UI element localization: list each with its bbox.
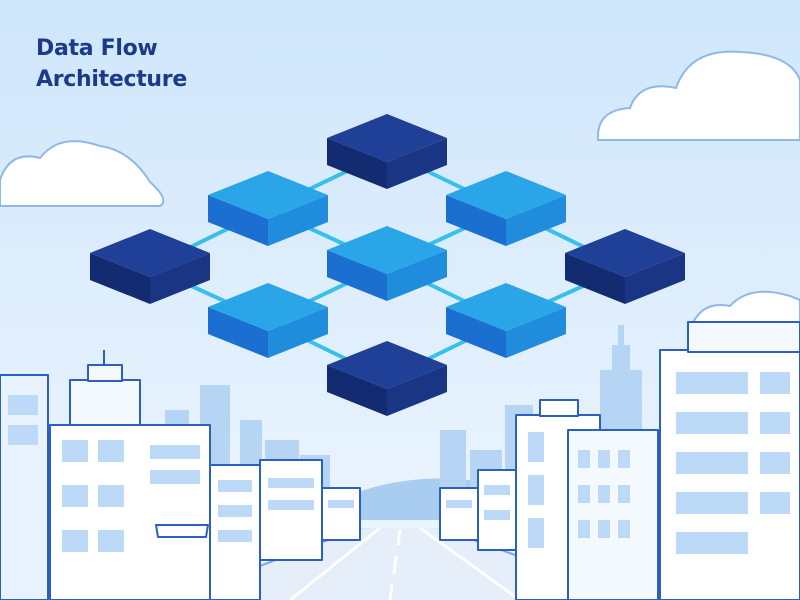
node-top-face xyxy=(327,226,447,274)
node-right-face xyxy=(506,307,566,358)
data-node-bottom xyxy=(327,341,447,416)
data-node-left xyxy=(90,229,210,304)
node-left-face xyxy=(208,195,268,246)
left-buildings xyxy=(0,350,361,600)
node-left-face xyxy=(446,195,506,246)
node-top-face xyxy=(90,229,210,277)
node-right-face xyxy=(268,195,328,246)
cloud-far-right xyxy=(688,290,800,331)
data-node-lower-right xyxy=(446,283,566,358)
node-top-face xyxy=(446,283,566,331)
node-top-face xyxy=(327,341,447,389)
node-top-face xyxy=(208,283,328,331)
node-top-face xyxy=(446,171,566,219)
data-node-lower-left xyxy=(208,283,328,358)
data-node-upper-right xyxy=(446,171,566,246)
data-node-center xyxy=(327,226,447,301)
cloud-right xyxy=(596,50,800,141)
cloud-left xyxy=(0,140,165,207)
node-left-face xyxy=(565,253,625,304)
node-left-face xyxy=(208,307,268,358)
node-right-face xyxy=(150,253,210,304)
right-buildings xyxy=(439,321,800,600)
data-nodes xyxy=(90,114,685,416)
node-right-face xyxy=(387,365,447,416)
node-right-face xyxy=(625,253,685,304)
node-top-face xyxy=(565,229,685,277)
node-left-face xyxy=(327,250,387,301)
title-line-2: Architecture xyxy=(36,67,187,92)
node-left-face xyxy=(327,365,387,416)
node-right-face xyxy=(387,250,447,301)
node-left-face xyxy=(90,253,150,304)
node-right-face xyxy=(506,195,566,246)
node-left-face xyxy=(327,138,387,189)
node-top-face xyxy=(208,171,328,219)
node-left-face xyxy=(446,307,506,358)
data-node-right xyxy=(565,229,685,304)
node-right-face xyxy=(268,307,328,358)
title-line-1: Data Flow xyxy=(36,36,158,61)
page-title: Data Flow Architecture xyxy=(36,33,187,95)
data-node-upper-left xyxy=(208,171,328,246)
data-node-top xyxy=(327,114,447,189)
node-right-face xyxy=(387,138,447,189)
node-top-face xyxy=(327,114,447,162)
